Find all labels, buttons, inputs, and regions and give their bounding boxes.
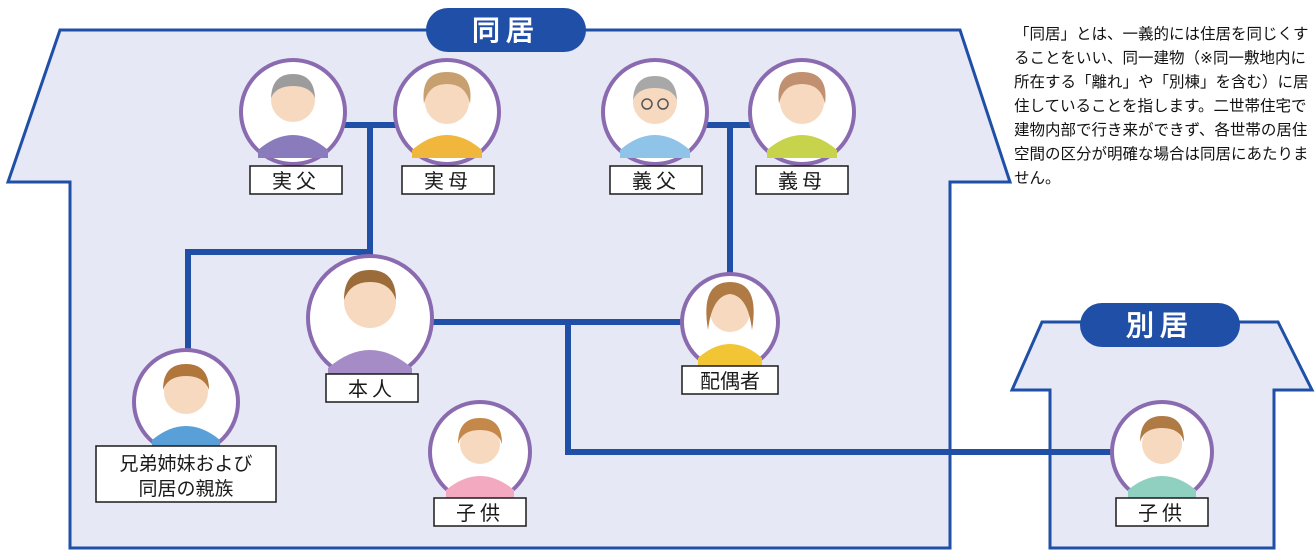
separate-house-title-text: 別居 (1126, 309, 1194, 342)
label-mother-text: 実母 (424, 169, 472, 193)
label-mother-in-law-text: 義母 (778, 169, 826, 193)
label-self: 本人 (325, 373, 419, 403)
label-child-text: 子供 (456, 501, 504, 525)
label-mother-in-law: 義母 (755, 165, 849, 195)
label-spouse-text: 配偶者 (700, 369, 760, 393)
label-mother: 実母 (401, 165, 495, 195)
label-father: 実父 (249, 165, 343, 195)
avatar-mother-in-law (748, 58, 856, 166)
label-father-text: 実父 (272, 169, 320, 193)
label-father-in-law: 義父 (609, 165, 703, 195)
avatar-father (239, 58, 347, 166)
avatar-child (428, 400, 532, 504)
avatar-spouse (680, 272, 780, 372)
label-siblings-line2: 同居の親族 (138, 478, 233, 500)
avatar-child-separate (1110, 400, 1214, 504)
label-father-in-law-text: 義父 (632, 169, 680, 193)
avatar-self (306, 254, 434, 382)
label-child-separate: 子供 (1115, 497, 1209, 527)
label-siblings-line1: 兄弟姉妹および (119, 453, 252, 475)
label-siblings: 兄弟姉妹および 同居の親族 (95, 445, 277, 503)
label-child-separate-text: 子供 (1138, 501, 1186, 525)
label-spouse: 配偶者 (681, 365, 779, 395)
main-house-outline (5, 28, 1013, 550)
main-house-title: 同居 (426, 8, 586, 52)
definition-text: 「同居」とは、一義的には住居を同じくすることをいい、同一建物（※同一敷地内に所在… (1014, 25, 1309, 187)
label-child: 子供 (433, 497, 527, 527)
avatar-mother (393, 58, 501, 166)
avatar-father-in-law (601, 58, 709, 166)
separate-house-title: 別居 (1080, 303, 1240, 347)
avatar-siblings (132, 348, 240, 456)
label-self-text: 本人 (348, 377, 396, 401)
main-house-title-text: 同居 (472, 14, 540, 47)
